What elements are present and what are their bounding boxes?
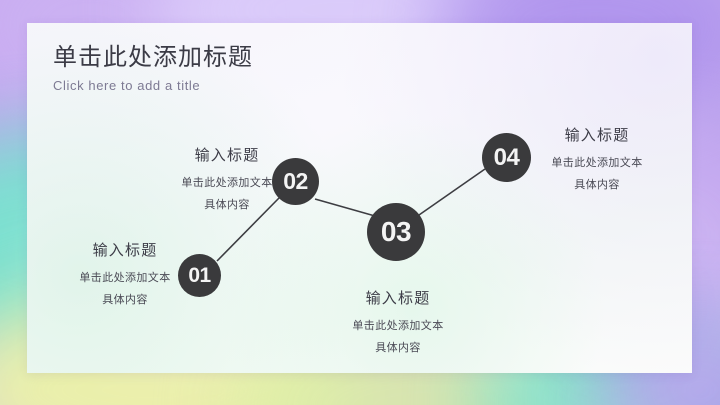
content-card: 单击此处添加标题 Click here to add a title 01 02… — [27, 23, 692, 373]
card-tint-overlay — [27, 23, 692, 373]
node-caption-03-line1: 单击此处添加文本 — [352, 320, 444, 332]
node-caption-04: 输入标题 单击此处添加文本 具体内容 — [507, 124, 687, 192]
connector-lines — [216, 168, 486, 262]
node-caption-02-line1: 单击此处添加文本 — [181, 177, 273, 189]
node-circle-01[interactable]: 01 — [178, 254, 221, 297]
node-number-03: 03 — [380, 216, 412, 247]
node-circle-02[interactable]: 02 — [272, 158, 319, 205]
connector-03-04 — [418, 168, 486, 216]
node-caption-02-heading: 输入标题 — [194, 147, 260, 164]
node-circle-04[interactable]: 04 — [482, 133, 531, 182]
connector-01-02 — [216, 197, 280, 262]
title-chinese: 单击此处添加标题 — [53, 44, 253, 71]
node-caption-03: 输入标题 单击此处添加文本 具体内容 — [308, 287, 488, 355]
node-number-01: 01 — [188, 263, 211, 287]
node-caption-02-line2: 具体内容 — [204, 199, 250, 211]
node-number-02: 02 — [283, 168, 308, 194]
node-caption-01: 输入标题 单击此处添加文本 具体内容 — [35, 239, 215, 307]
node-caption-02: 输入标题 单击此处添加文本 具体内容 — [137, 144, 317, 212]
node-caption-04-line2: 具体内容 — [574, 179, 620, 191]
page-title: 单击此处添加标题 Click here to add a title — [53, 44, 253, 94]
node-caption-01-heading: 输入标题 — [92, 242, 158, 259]
node-caption-01-line1: 单击此处添加文本 — [79, 272, 171, 284]
node-number-04: 04 — [493, 143, 520, 171]
node-caption-04-line1: 单击此处添加文本 — [551, 157, 643, 169]
node-caption-04-heading: 输入标题 — [564, 127, 630, 144]
connector-02-03 — [314, 198, 376, 217]
node-caption-01-line2: 具体内容 — [102, 294, 148, 306]
node-caption-03-heading: 输入标题 — [365, 290, 431, 307]
title-english: Click here to add a title — [53, 78, 201, 94]
node-caption-03-line2: 具体内容 — [375, 342, 421, 354]
node-circle-03[interactable]: 03 — [367, 203, 425, 261]
